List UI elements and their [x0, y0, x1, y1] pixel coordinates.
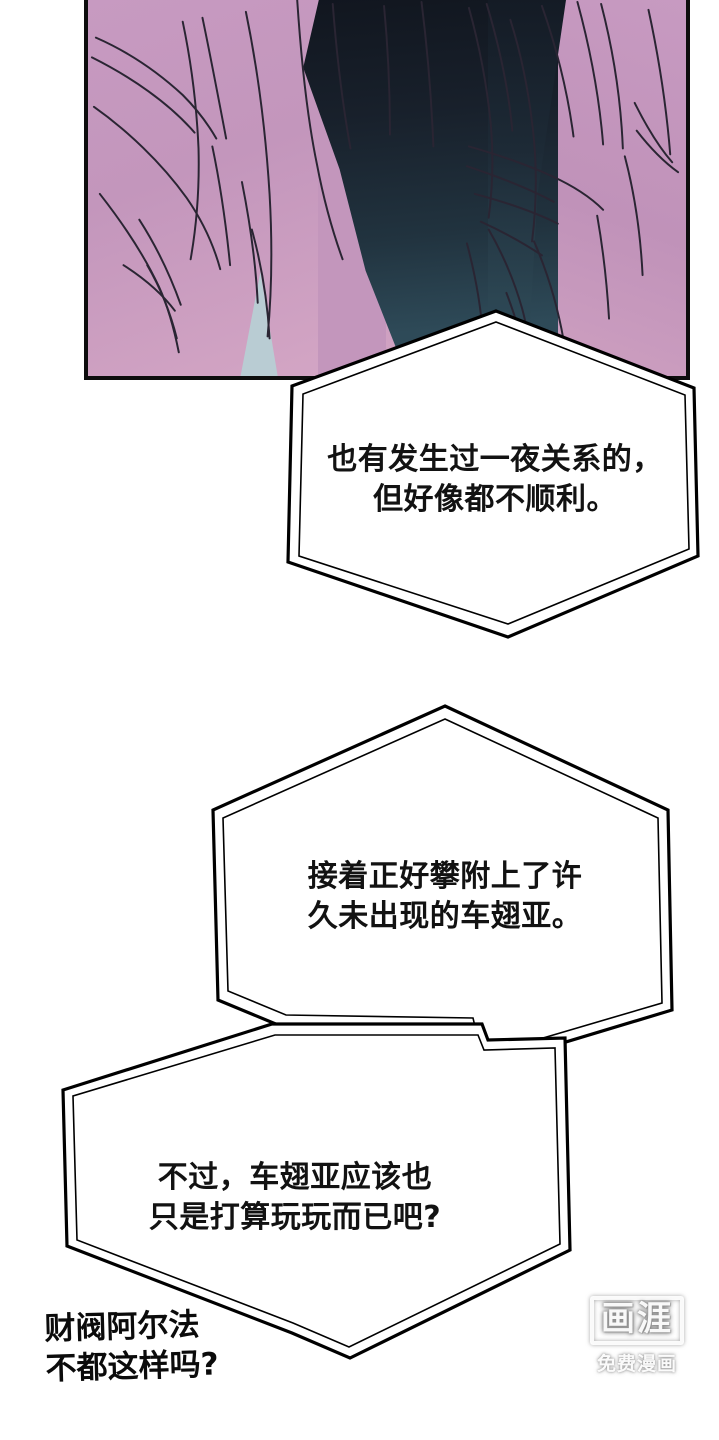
left-pink-garment [88, 0, 318, 376]
speech-bubble-3 [61, 1022, 572, 1360]
watermark-logo: 画涯 [590, 1296, 684, 1345]
speech-bubble-1 [286, 309, 700, 639]
